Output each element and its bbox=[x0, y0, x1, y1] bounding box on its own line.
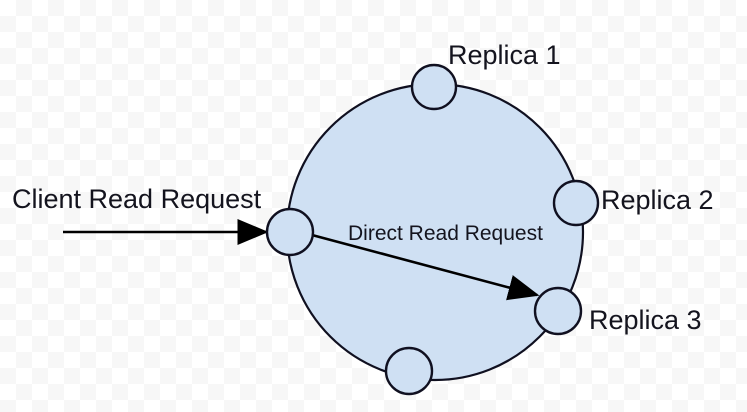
label-client-read-request: Client Read Request bbox=[12, 184, 262, 214]
node-replica-3[interactable] bbox=[533, 286, 583, 336]
node-replica-1[interactable] bbox=[410, 63, 458, 111]
node-coordinator[interactable] bbox=[265, 207, 315, 257]
label-replica-2: Replica 2 bbox=[601, 185, 714, 215]
node-unlabeled-bottom[interactable] bbox=[384, 346, 434, 396]
label-replica-1: Replica 1 bbox=[448, 40, 561, 70]
node-replica-2[interactable] bbox=[552, 179, 600, 227]
direct-read-request-arrow bbox=[311, 233, 540, 301]
label-replica-3: Replica 3 bbox=[589, 305, 702, 335]
label-direct-read-request: Direct Read Request bbox=[348, 222, 543, 245]
